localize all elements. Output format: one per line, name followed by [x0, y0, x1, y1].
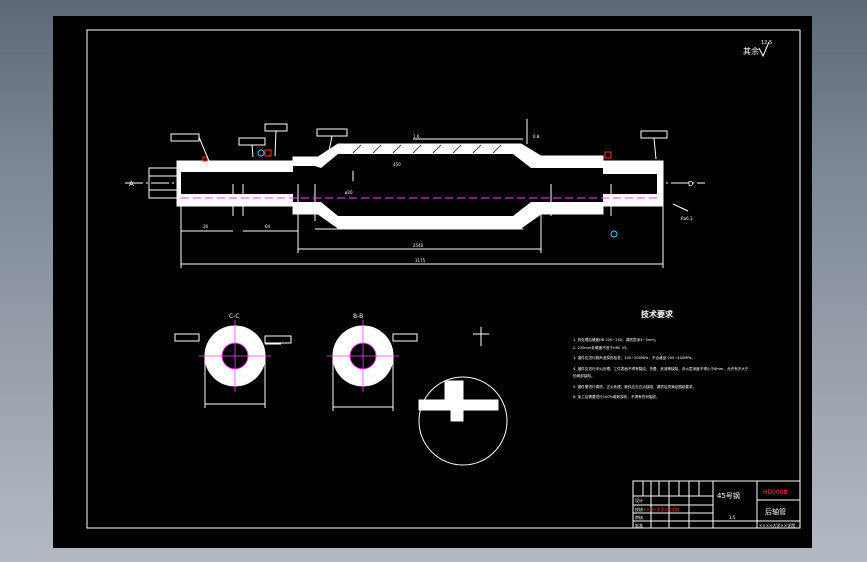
title-scale: 1:5 — [729, 515, 736, 520]
title-row-label: 校核 — [635, 506, 643, 512]
dim-label: 1.6 — [413, 134, 420, 139]
tech-req-line: 6. 加工后需要进行100%磁粉探伤，不得有任何裂纹。 — [573, 394, 660, 399]
axis-label-right: D — [688, 180, 693, 188]
technical-requirements: 技术要求 1. 热处理后硬度HB 220~250，调质层深3~5mm。 2. 2… — [573, 309, 749, 399]
drawing-border — [86, 29, 801, 529]
title-row-label: 审核 — [635, 514, 643, 520]
dim-label: Ra6.3 — [681, 216, 693, 221]
corner-roughness-value: 12.5 — [761, 40, 772, 46]
dim-label: 25 — [561, 162, 567, 167]
section-hatch — [352, 144, 502, 154]
tech-req-line: 1. 热处理后硬度HB 220~250，调质层深3~5mm。 — [573, 337, 658, 342]
title-block: 45号钢 HD0008 后轴管 1:5 ××××大学××学院 ××××大学××学… — [632, 480, 801, 529]
dim-label: 26 — [203, 224, 209, 229]
shaft-bore — [181, 154, 657, 216]
dim-label: 2540 — [413, 243, 424, 248]
tolerance-mark — [604, 151, 612, 159]
axis-label-left: A — [129, 180, 134, 188]
cad-drawing: 其余 12.5 A D — [86, 29, 801, 529]
dim-label: 3175 — [415, 258, 426, 263]
title-school-red: ××××大学××学院 — [643, 506, 679, 512]
detail-profile — [418, 380, 499, 422]
section-right-label: B-B — [353, 313, 363, 320]
section-view-right: B-B — [327, 313, 418, 411]
dim-label: 450 — [393, 162, 401, 167]
tech-req-line: 5. 锻件需进行调质、正火处理。锻件应无白点缺陷，调质后须满足图纸要求。 — [573, 384, 696, 389]
detail-circle — [418, 376, 508, 466]
title-school: ××××大学××学院 — [759, 522, 795, 528]
title-row-label: 批准 — [635, 522, 643, 528]
tech-req-title: 技术要求 — [641, 309, 674, 319]
datum-marker-icon — [257, 149, 265, 157]
dim-label: ø20 — [345, 190, 353, 195]
tech-req-line: 4. 锻件应进行淬火处理。工件表面不得有裂纹、折叠、夹渣等缺陷，淬火层深度不得小… — [573, 366, 749, 371]
tech-req-line: 3. 锻件应进行超声波探伤检查，100~200MPa，不合格品 200~400M… — [573, 355, 695, 360]
title-drawing-no: HD0008 — [763, 489, 788, 496]
section-left-label: C-C — [229, 313, 240, 320]
detail-view — [418, 327, 508, 466]
datum-marker-icon — [610, 230, 618, 238]
tech-req-line: 2. 220mm处硬度不低于HRC 45。 — [573, 345, 630, 350]
left-end-detail — [148, 167, 178, 199]
roughness-symbol-icon — [758, 41, 770, 58]
title-material: 45号钢 — [717, 491, 740, 500]
corner-note: 其余 — [743, 46, 759, 56]
dimension-lines — [180, 171, 689, 268]
bore-step-lines — [232, 184, 612, 221]
section-view-left: C-C — [174, 313, 292, 408]
shaft-main-view: A D — [125, 119, 705, 268]
tolerance-mark — [202, 156, 208, 162]
tolerance-mark — [264, 149, 272, 157]
drawing-viewport[interactable]: 其余 12.5 A D — [53, 16, 812, 548]
dim-label: 30 — [285, 162, 291, 167]
dim-label: 0.8 — [533, 134, 540, 139]
callouts-top — [170, 119, 668, 162]
dim-label: 64 — [265, 224, 271, 229]
title-part-name: 后轴管 — [765, 507, 786, 516]
tech-req-line: 的局部缺陷。 — [573, 373, 595, 378]
title-row-label: 设计 — [635, 497, 643, 503]
